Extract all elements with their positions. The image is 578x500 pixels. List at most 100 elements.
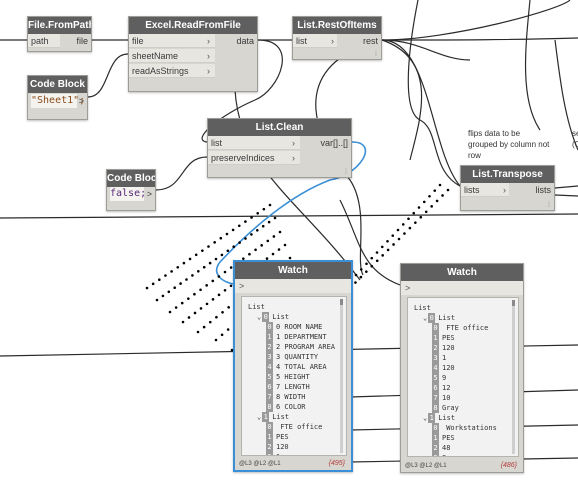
wire	[407, 0, 461, 187]
transpose-note[interactable]: flips data to be grouped by column not r…	[468, 129, 550, 160]
input-port-sheetname[interactable]: sheetName	[132, 51, 179, 61]
input-port-file[interactable]: file	[132, 36, 144, 46]
dot-mark	[151, 282, 155, 286]
file-from-path-node[interactable]: File.FromPath path file	[27, 16, 92, 52]
dot-mark	[158, 278, 161, 282]
input-port-preserveindices[interactable]: preserveIndices	[211, 153, 275, 163]
index-badge: 2	[266, 342, 273, 352]
tree-text: 12	[442, 384, 451, 392]
input-port-lists[interactable]: lists	[464, 185, 480, 195]
code-editor[interactable]: "Sheet1";	[31, 94, 86, 108]
dot-mark	[272, 235, 276, 238]
list-clean-node[interactable]: List.Clean list › preserveIndices › var[…	[207, 118, 352, 178]
tree-text: 10	[442, 394, 451, 402]
input-port-list[interactable]: list	[296, 36, 307, 46]
expand-arrow-icon[interactable]: ⌄	[257, 313, 262, 321]
index-badge: 6	[432, 383, 439, 393]
resize-grip-icon[interactable]: ⁞	[375, 51, 377, 58]
dot-mark	[168, 310, 172, 314]
scrollbar-thumb[interactable]	[340, 299, 343, 305]
expand-arrow-icon[interactable]: ⌄	[423, 414, 428, 422]
input-port-readasstrings[interactable]: readAsStrings	[132, 66, 189, 76]
dot-mark	[229, 284, 233, 288]
dot-mark	[215, 315, 218, 319]
tree-text: 1 DEPARTMENT	[276, 333, 327, 341]
dot-mark	[278, 230, 282, 234]
output-port-rest[interactable]: rest	[362, 36, 378, 46]
index-badge: 7	[266, 392, 273, 402]
background-line	[0, 213, 578, 219]
wire	[554, 194, 578, 197]
chevron-right-icon: ›	[292, 153, 295, 163]
output-port[interactable]: >	[78, 96, 84, 106]
index-badge: 8	[432, 403, 439, 413]
output-port[interactable]: >	[146, 189, 152, 199]
scrollbar[interactable]	[340, 299, 343, 453]
expand-arrow-icon[interactable]: ⌄	[423, 314, 428, 322]
index-badge: 4	[266, 362, 273, 372]
index-badge: 1	[432, 433, 439, 443]
tree-text: 0 ROOM NAME	[276, 323, 323, 331]
list-transpose-node[interactable]: List.Transpose lists › lists ⁞	[460, 165, 555, 211]
dot-mark	[370, 264, 374, 268]
wire	[554, 185, 578, 189]
output-port-file[interactable]: file	[76, 36, 88, 46]
dot-mark	[217, 293, 221, 297]
dot-mark	[161, 294, 165, 298]
dot-mark	[193, 292, 196, 296]
tree-text: 6 COLOR	[276, 403, 306, 411]
index-badge: 3	[266, 352, 273, 362]
scrollbar[interactable]	[512, 300, 515, 454]
output-port-var[interactable]: var[]..[]	[320, 138, 348, 148]
resize-grip-icon[interactable]: ⁞	[345, 169, 347, 176]
output-port-lists[interactable]: lists	[535, 185, 552, 195]
index-badge: 1	[432, 333, 439, 343]
dot-mark	[211, 298, 215, 301]
list-levels-label: @L3 @L2 @L1	[405, 463, 447, 469]
dot-mark	[441, 194, 444, 197]
dot-mark	[194, 253, 198, 257]
index-badge: 3	[432, 353, 439, 363]
resize-grip-icon[interactable]: ⁞	[548, 202, 550, 209]
watch-input-port[interactable]: >	[235, 279, 351, 293]
tree-text: 120	[442, 344, 455, 352]
list-rest-of-items-node[interactable]: List.RestOfItems list › rest ⁞	[292, 16, 382, 60]
dot-mark	[261, 224, 265, 228]
tree-text: List	[272, 313, 290, 321]
wire	[381, 39, 461, 187]
dot-mark	[354, 281, 357, 284]
code-editor[interactable]: false;	[110, 187, 147, 201]
dot-mark	[417, 206, 421, 209]
output-port-data[interactable]: data	[236, 36, 254, 46]
dot-mark	[391, 234, 395, 237]
expand-arrow-icon[interactable]: ⌄	[257, 413, 262, 421]
dot-mark	[419, 215, 423, 219]
dot-mark	[213, 241, 216, 244]
input-port-path[interactable]: path	[31, 36, 49, 46]
scrollbar-thumb[interactable]	[512, 300, 515, 306]
watch-input-port[interactable]: >	[401, 281, 523, 295]
item-count: {486}	[500, 462, 517, 469]
dot-mark	[386, 248, 390, 252]
index-badge: 2	[266, 442, 273, 452]
tree-text: 120	[442, 364, 455, 372]
code-block-sheet-node[interactable]: Code Block "Sheet1"; >	[27, 75, 88, 120]
tree-text: Gray	[442, 404, 459, 412]
cut-off-note[interactable]: se (C	[572, 128, 578, 150]
excel-read-from-file-node[interactable]: Excel.ReadFromFile file › sheetName › re…	[128, 16, 258, 92]
tree-item: List	[248, 302, 336, 312]
input-port-list[interactable]: list	[211, 138, 222, 148]
code-block-false-node[interactable]: Code Block false; >	[106, 169, 156, 211]
